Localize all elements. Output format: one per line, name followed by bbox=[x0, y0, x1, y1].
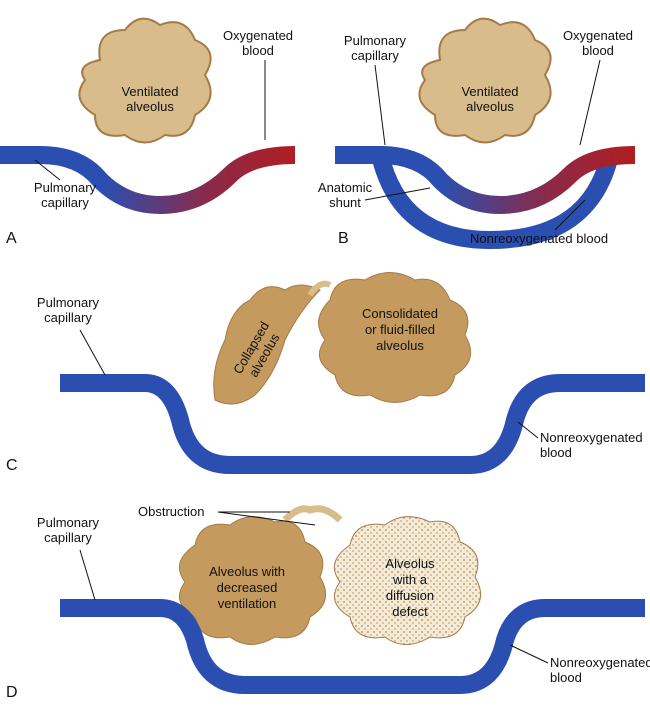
pulmonary-capillary-c bbox=[60, 374, 645, 474]
pulmonary-capillary-b bbox=[335, 146, 636, 215]
alveolus-consolidated bbox=[318, 272, 472, 403]
label-nonreoxygenated-blood: Nonreoxygenated blood bbox=[470, 231, 608, 246]
label-obstruction: Obstruction bbox=[138, 504, 204, 519]
alveolus-ventilated bbox=[78, 17, 212, 144]
panel-letter-b: B bbox=[338, 230, 349, 247]
panel-letter-a: A bbox=[6, 230, 17, 247]
alveolus-ventilated bbox=[418, 17, 552, 144]
alveolus-diffusion-defect bbox=[333, 516, 482, 645]
alveolus-collapsed bbox=[213, 284, 321, 405]
pulmonary-capillary-a bbox=[0, 146, 296, 215]
anatomic-shunt bbox=[371, 152, 619, 250]
pulmonary-capillary-d bbox=[60, 599, 645, 694]
panel-letter-d: D bbox=[6, 684, 18, 701]
panel-letter-c: C bbox=[6, 457, 18, 474]
